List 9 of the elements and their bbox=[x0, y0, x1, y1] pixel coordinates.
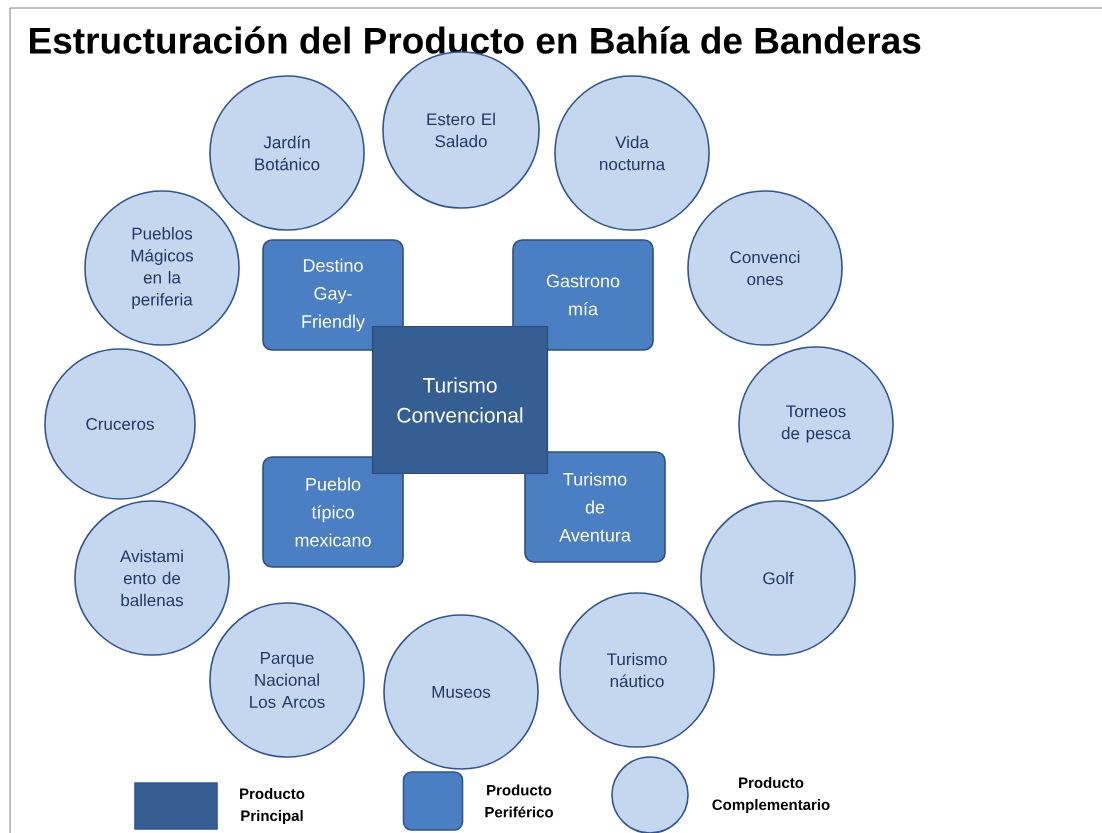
title: Estructuración del Producto en Bahía de Banderas bbox=[30, 26, 921, 54]
legend-label: Producto Principal bbox=[240, 788, 305, 824]
principal-box: Turismo Convencional bbox=[371, 325, 549, 475]
peripheral-box: Turismo de Aventura bbox=[524, 451, 666, 563]
legend-label: Producto Periférico bbox=[485, 784, 553, 818]
peripheral-box: Pueblo típico mexicano bbox=[262, 456, 404, 568]
peripheral-box: Gastrono mía bbox=[512, 239, 654, 351]
legend-label: Producto Complementario bbox=[712, 777, 830, 813]
peripheral-box: Destino Gay- Friendly bbox=[262, 239, 404, 351]
